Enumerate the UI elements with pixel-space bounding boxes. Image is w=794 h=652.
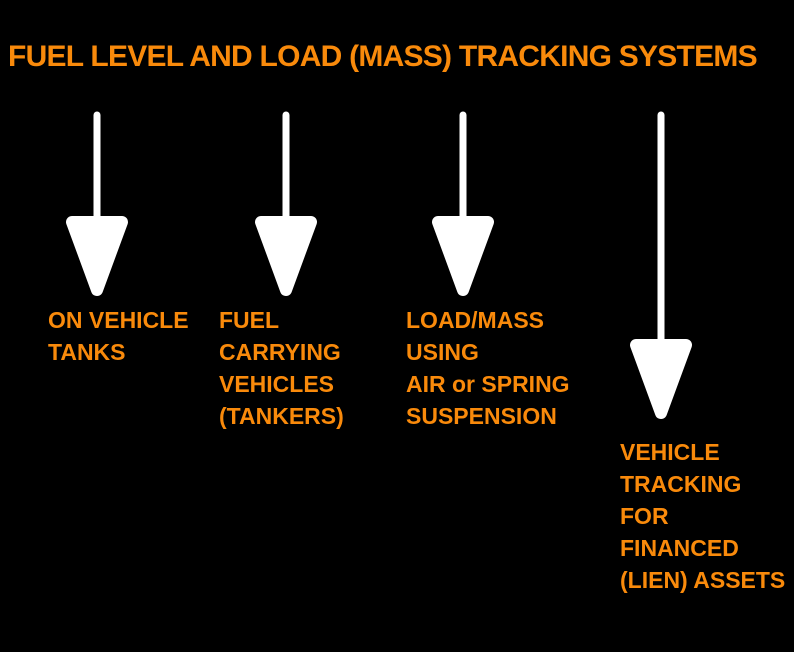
down-arrow-icon bbox=[630, 111, 692, 419]
label-line: CARRYING bbox=[219, 339, 341, 365]
branch-label-fuel-carrying-vehicles: FUEL CARRYING VEHICLES (TANKERS) bbox=[219, 304, 344, 432]
label-line: (TANKERS) bbox=[219, 403, 344, 429]
label-line: (LIEN) ASSETS bbox=[620, 567, 786, 593]
label-line: VEHICLE bbox=[620, 439, 720, 465]
label-line: TRACKING bbox=[620, 471, 742, 497]
label-line: TANKS bbox=[48, 339, 126, 365]
down-arrow-icon bbox=[432, 111, 494, 296]
label-line: SUSPENSION bbox=[406, 403, 557, 429]
branch-label-on-vehicle-tanks: ON VEHICLE TANKS bbox=[48, 304, 189, 368]
label-line: FUEL bbox=[219, 307, 280, 333]
down-arrow-icon bbox=[255, 111, 317, 296]
label-line: ON VEHICLE bbox=[48, 307, 189, 333]
page-title: FUEL LEVEL AND LOAD (MASS) TRACKING SYST… bbox=[8, 40, 758, 73]
label-line: FOR bbox=[620, 503, 669, 529]
branch-label-load-mass-suspension: LOAD/MASS USING AIR or SPRING SUSPENSION bbox=[406, 304, 570, 432]
label-line: USING bbox=[406, 339, 479, 365]
label-line: VEHICLES bbox=[219, 371, 335, 397]
down-arrow-icon bbox=[66, 111, 128, 296]
label-line: AIR or SPRING bbox=[406, 371, 570, 397]
branch-label-vehicle-tracking-lien: VEHICLE TRACKING FOR FINANCED (LIEN) ASS… bbox=[620, 436, 785, 596]
label-line: LOAD/MASS bbox=[406, 307, 544, 333]
label-line: FINANCED bbox=[620, 535, 739, 561]
